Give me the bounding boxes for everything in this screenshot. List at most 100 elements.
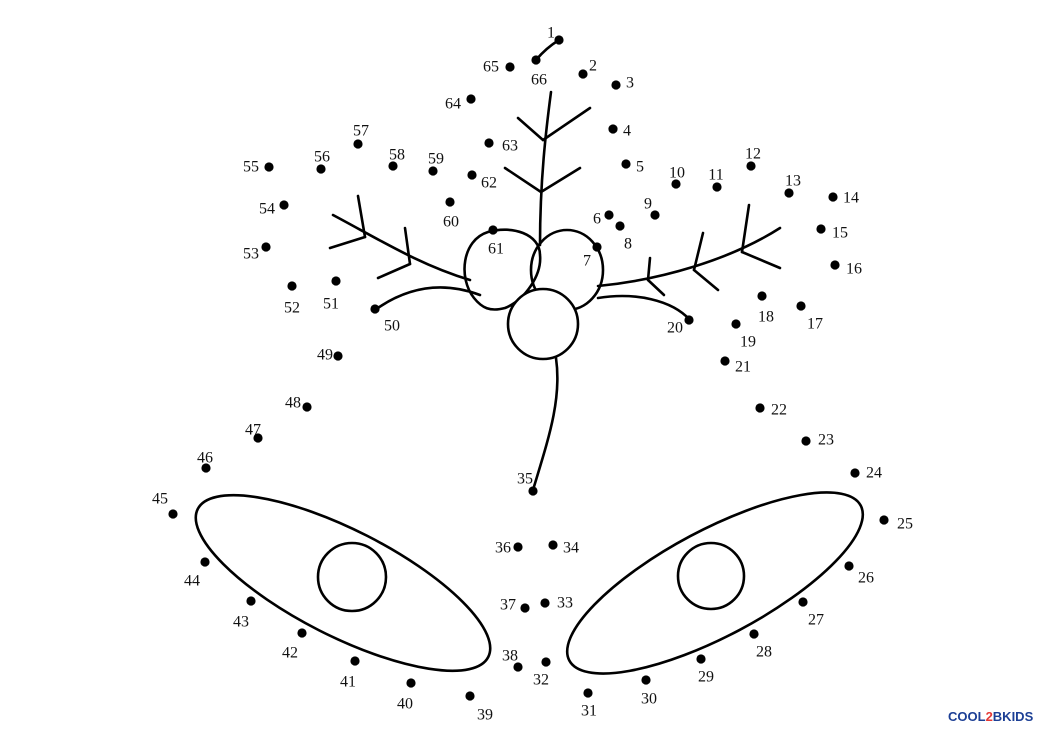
dot-marker (484, 138, 494, 148)
bell-stem (531, 356, 559, 492)
dot-marker (828, 192, 838, 202)
dot-marker (757, 291, 767, 301)
dot-marker (513, 662, 523, 672)
dot-number-label: 34 (563, 540, 579, 557)
logo-part-two: 2 (986, 709, 993, 724)
numbered-dot: 3 (611, 75, 634, 92)
dot-marker (406, 678, 416, 688)
numbered-dot: 63 (484, 138, 518, 155)
numbered-dot: 40 (397, 678, 416, 713)
dot-number-label: 6 (593, 211, 601, 228)
numbered-dot: 23 (801, 432, 834, 449)
numbered-dot: 61 (488, 225, 504, 258)
dot-marker (353, 139, 363, 149)
dot-number-label: 38 (502, 648, 518, 665)
dot-number-label: 50 (384, 318, 400, 335)
numbered-dot: 47 (245, 422, 263, 443)
dot-marker (684, 315, 694, 325)
numbered-dot: 58 (388, 147, 405, 171)
dot-number-label: 15 (832, 225, 848, 242)
dot-number-label: 47 (245, 422, 261, 439)
dot-marker (578, 69, 588, 79)
numbered-dot: 27 (798, 597, 824, 629)
numbered-dot: 37 (500, 597, 530, 614)
numbered-dot: 6 (593, 210, 614, 228)
top-sprig-twig (539, 166, 582, 194)
dot-number-label: 66 (531, 72, 547, 89)
numbered-dot: 55 (243, 159, 274, 176)
dot-number-label: 29 (698, 669, 714, 686)
right-bell-clapper (676, 541, 746, 611)
numbered-dot: 56 (314, 149, 330, 174)
dot-number-label: 7 (583, 253, 591, 270)
dot-number-label: 18 (758, 309, 774, 326)
top-sprig-twig (516, 116, 545, 142)
dot-marker (279, 200, 289, 210)
dot-marker (388, 161, 398, 171)
dot-marker (520, 603, 530, 613)
numbered-dot: 4 (608, 123, 631, 140)
dot-number-label: 39 (477, 707, 493, 724)
dot-marker (615, 221, 625, 231)
dot-number-label: 28 (756, 644, 772, 661)
dot-number-label: 37 (500, 597, 516, 614)
dot-marker (816, 224, 826, 234)
dot-number-label: 3 (626, 75, 634, 92)
numbered-dot: 28 (749, 629, 772, 661)
dot-number-label: 9 (644, 196, 652, 213)
dot-marker (671, 179, 681, 189)
dot-number-label: 46 (197, 450, 213, 467)
left-branch-twig (328, 235, 367, 250)
dot-number-label: 36 (495, 540, 511, 557)
numbered-dot: 32 (533, 657, 551, 689)
numbered-dot: 53 (243, 242, 271, 263)
dot-marker (350, 656, 360, 666)
right-branch-twig (646, 256, 652, 282)
dot-number-label: 65 (483, 59, 499, 76)
numbered-dot: 33 (540, 595, 573, 612)
dot-marker (331, 276, 341, 286)
dot-number-label: 43 (233, 614, 249, 631)
dot-marker (712, 182, 722, 192)
dot-marker (297, 628, 307, 638)
right-branch-twig (692, 231, 705, 272)
dot-marker (720, 356, 730, 366)
numbered-dot: 64 (445, 94, 476, 113)
dot-number-label: 33 (557, 595, 573, 612)
svg-text:COOL2BKIDS: COOL2BKIDS (948, 709, 1034, 724)
numbered-dot: 19 (731, 319, 756, 351)
dot-number-label: 19 (740, 334, 756, 351)
numbered-dot: 9 (644, 196, 660, 220)
numbered-dot: 45 (152, 491, 178, 519)
dot-number-label: 64 (445, 96, 461, 113)
left-berry (463, 228, 542, 311)
numbered-dot: 38 (502, 648, 523, 672)
logo-part-bkids: BKIDS (993, 709, 1034, 724)
dot-number-label: 51 (323, 296, 339, 313)
dot-number-label: 55 (243, 159, 259, 176)
dot-marker (467, 170, 477, 180)
dot-number-label: 31 (581, 703, 597, 720)
dot-number-label: 48 (285, 395, 301, 412)
dot-number-label: 22 (771, 402, 787, 419)
dot-marker (755, 403, 765, 413)
dot-number-label: 41 (340, 674, 356, 691)
dot-number-label: 12 (745, 146, 761, 163)
numbered-dot: 54 (259, 200, 289, 218)
dot-marker (604, 210, 614, 220)
numbered-dot: 22 (755, 402, 787, 419)
numbered-dot: 14 (828, 190, 859, 207)
dot-number-label: 20 (667, 320, 683, 337)
dot-marker (548, 540, 558, 550)
dot-number-label: 56 (314, 149, 330, 166)
dot-number-label: 23 (818, 432, 834, 449)
numbered-dot: 57 (353, 123, 369, 149)
numbered-dot: 41 (340, 656, 360, 691)
left-branch-twig (403, 226, 412, 266)
dot-marker (641, 675, 651, 685)
numbered-dot: 59 (428, 151, 444, 176)
numbered-dot: 29 (696, 654, 714, 686)
dot-marker (302, 402, 312, 412)
dot-number-label: 42 (282, 645, 298, 662)
